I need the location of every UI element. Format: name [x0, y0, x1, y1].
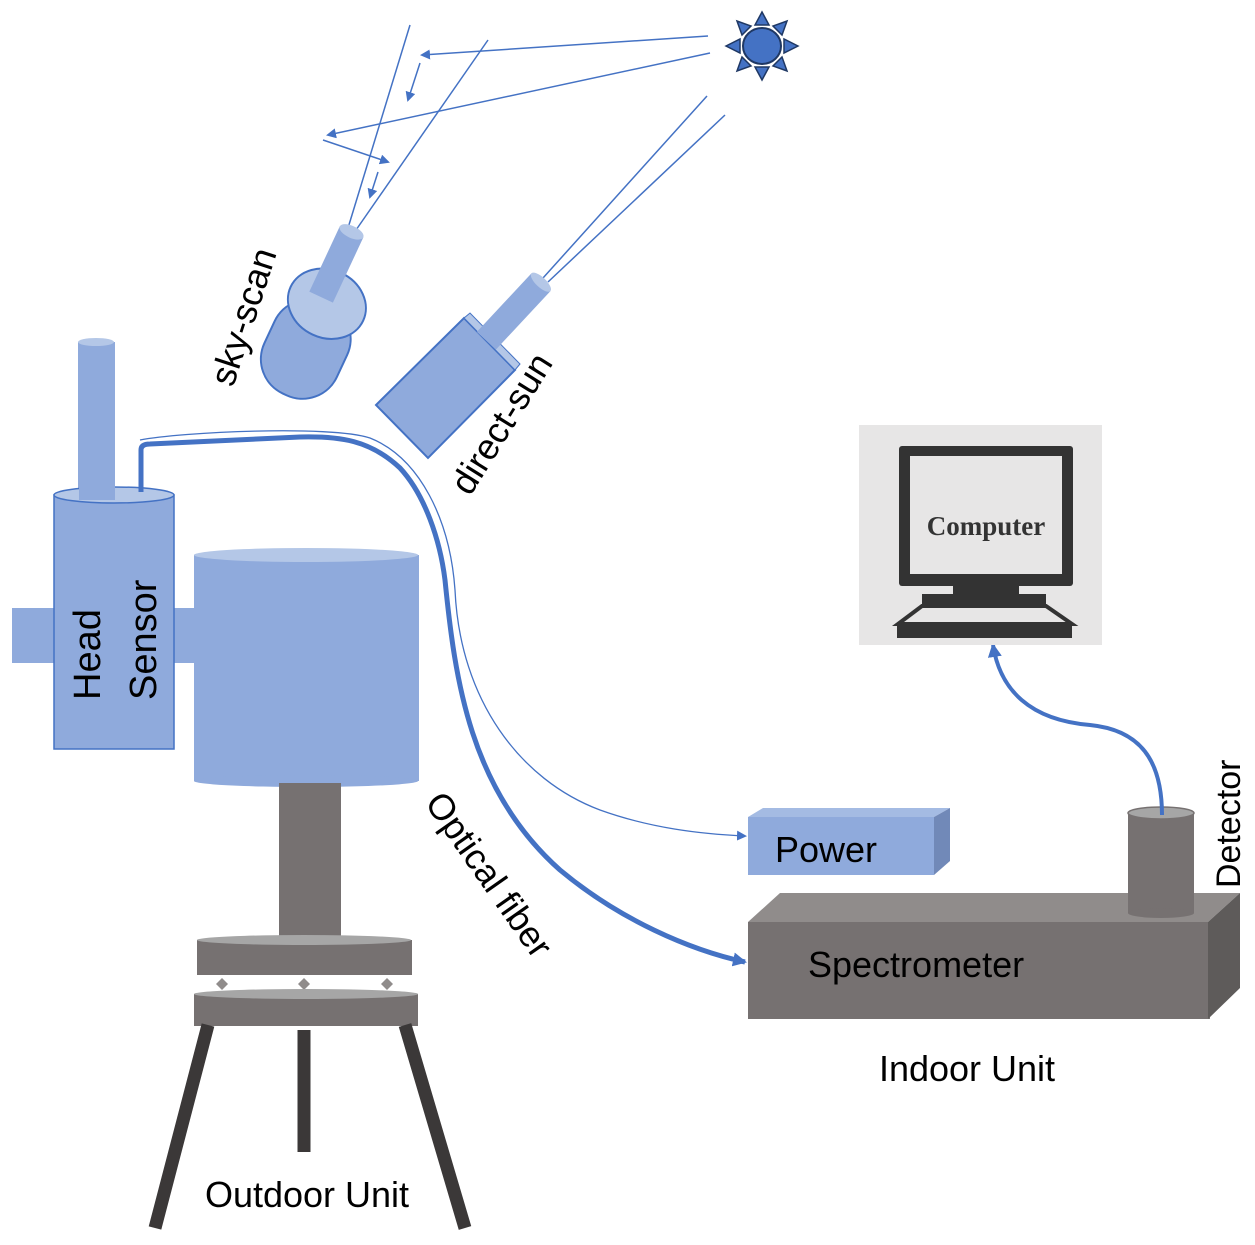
sensor-label: Sensor: [123, 579, 165, 700]
optical-fiber-label: Optical fiber: [417, 784, 561, 965]
spectrometer-label: Spectrometer: [808, 944, 1024, 985]
outdoor-unit-label: Outdoor Unit: [205, 1174, 409, 1215]
sun-icon: [724, 10, 800, 82]
optical-fiber-cable: [138, 434, 747, 967]
head-label: Head: [67, 609, 109, 700]
detector-label: Detector: [1210, 760, 1248, 889]
sky-scan-instrument: [259, 224, 367, 400]
indoor-unit-label: Indoor Unit: [879, 1048, 1055, 1089]
monitor-icon: [859, 425, 1102, 645]
power-label: Power: [775, 829, 877, 870]
spectrometer-box: [748, 893, 1240, 1019]
head-sensor: [12, 338, 197, 750]
direct-sun-rays: [542, 95, 726, 283]
sky-scan-rays: [322, 24, 711, 231]
outdoor-housing: [194, 548, 419, 787]
tripod-stand: [148, 783, 472, 1230]
computer-label: Computer: [927, 511, 1045, 541]
data-cable: [987, 643, 1164, 816]
detector: [1127, 806, 1195, 918]
power-cable: [139, 430, 747, 841]
direct-sun-instrument: [374, 272, 552, 460]
power-box: [748, 808, 950, 875]
